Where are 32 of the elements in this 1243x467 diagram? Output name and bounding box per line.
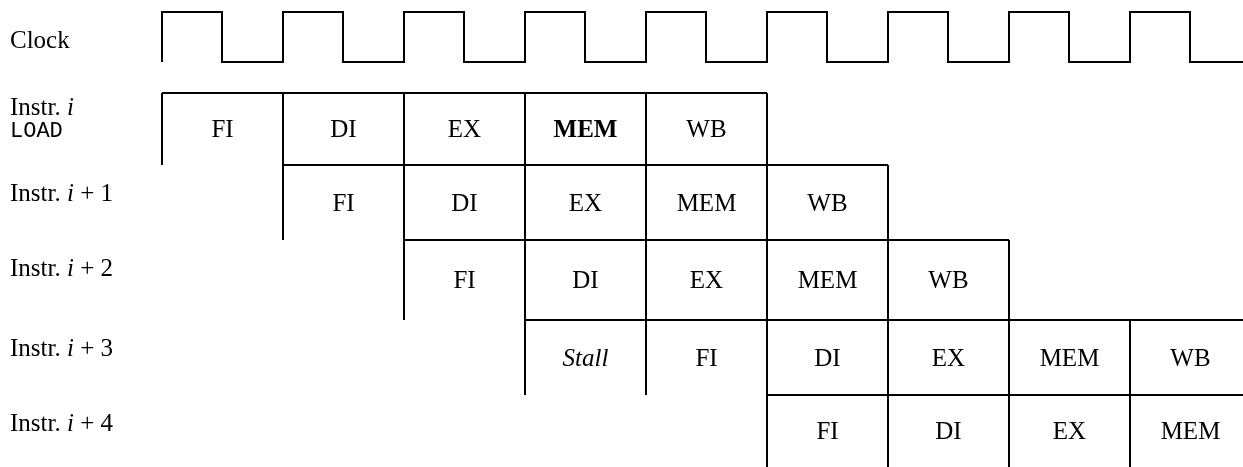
row-label: Instr. i + 3	[10, 334, 113, 362]
stage-label: EX	[446, 115, 483, 143]
row-label: Instr. i	[10, 93, 74, 121]
stage-label: MEM	[1038, 343, 1101, 372]
stage-label: MEM	[1159, 417, 1222, 445]
stage-label: EX	[930, 343, 967, 372]
stage-label: EX	[1051, 417, 1088, 445]
stage-label: FI	[452, 266, 477, 294]
signal-label: Clock	[10, 26, 70, 54]
stage-label: EX	[567, 188, 604, 217]
stage-label: FI	[210, 115, 235, 143]
stage-label: DI	[450, 188, 479, 217]
stage-label: DI	[329, 115, 358, 143]
stage-label: MEM	[796, 266, 859, 294]
stage-label: MEM	[675, 188, 738, 217]
row-label: Instr. i + 4	[10, 409, 113, 437]
row-label: Instr. i + 2	[10, 254, 113, 282]
stage-label: FI	[815, 417, 840, 445]
stage-label: WB	[685, 115, 728, 143]
stage-label: WB	[927, 266, 970, 294]
stage-label: WB	[1169, 343, 1212, 372]
stage-label: FI	[331, 188, 356, 217]
stage-label: MEM	[552, 115, 619, 143]
stage-label: Stall	[561, 343, 610, 372]
instruction-name: LOAD	[10, 118, 63, 146]
stage-label: EX	[688, 266, 725, 294]
stage-label: WB	[806, 188, 849, 217]
stage-label: DI	[934, 417, 963, 445]
stage-label: DI	[813, 343, 842, 372]
stage-label: DI	[571, 266, 600, 294]
stage-label: FI	[694, 343, 719, 372]
row-label: Instr. i + 1	[10, 179, 113, 207]
